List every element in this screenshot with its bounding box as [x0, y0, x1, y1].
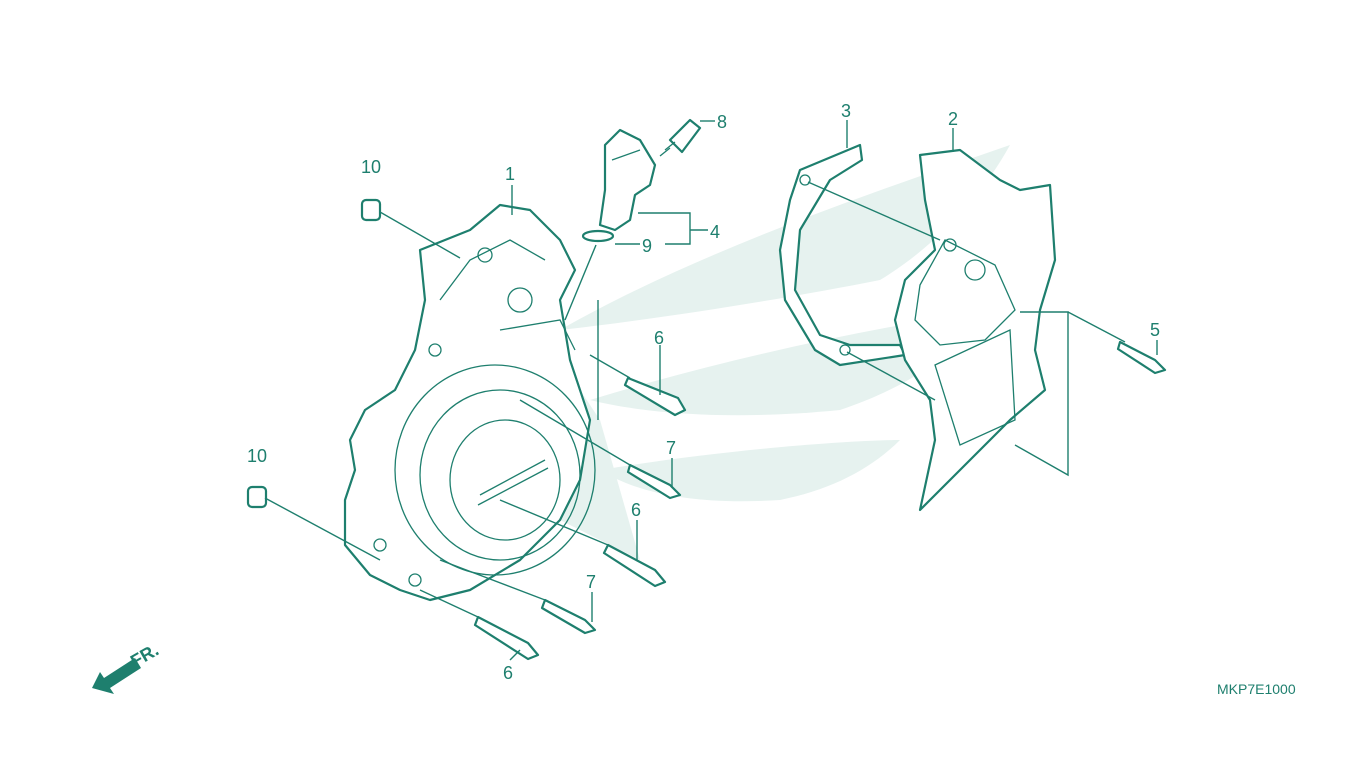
callout-10-lower: 10 [247, 446, 267, 466]
leader-lines [264, 120, 1158, 661]
callout-7-lower: 7 [586, 572, 596, 592]
callout-2: 2 [948, 109, 958, 129]
left-crankcase-cover [343, 203, 596, 602]
sprocket-cover [893, 148, 1057, 512]
callout-5: 5 [1150, 320, 1160, 340]
bolts [246, 198, 1167, 661]
callout-9: 9 [642, 236, 652, 256]
dowel-pin-lower [246, 485, 268, 509]
sensor-assembly [581, 118, 702, 243]
callout-6-middle: 6 [631, 500, 641, 520]
guard-plate [778, 143, 907, 367]
front-arrow: FR. [92, 640, 162, 694]
diagram-code: MKP7E1000 [1217, 681, 1296, 697]
callout-10-upper: 10 [361, 157, 381, 177]
callout-7-upper: 7 [666, 438, 676, 458]
callout-3: 3 [841, 101, 851, 121]
callout-6-lower: 6 [503, 663, 513, 683]
callout-8: 8 [717, 112, 727, 132]
callout-6-upper: 6 [654, 328, 664, 348]
dowel-pin-upper [360, 198, 382, 222]
callout-4: 4 [710, 222, 720, 242]
callout-1: 1 [505, 164, 515, 184]
